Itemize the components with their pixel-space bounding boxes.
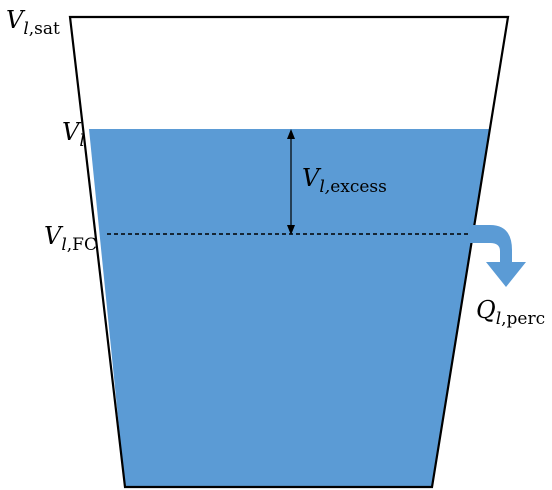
water-body bbox=[89, 129, 490, 487]
label-v-sat-symbol: V bbox=[6, 6, 24, 34]
label-v-sat-sub: ,sat bbox=[28, 19, 60, 39]
bucket-outline bbox=[68, 15, 510, 489]
label-q-perc: Ql,perc bbox=[476, 298, 545, 328]
label-v-excess-symbol: V bbox=[302, 164, 320, 192]
label-v-excess: Vl,excess bbox=[302, 166, 387, 196]
label-v-l-symbol: V bbox=[62, 118, 80, 146]
label-v-fc: Vl,FC bbox=[44, 224, 97, 254]
excess-arrowhead-up bbox=[287, 129, 295, 139]
excess-arrowhead-down bbox=[287, 225, 295, 235]
label-v-excess-sub-italic: l, bbox=[319, 177, 331, 197]
label-v-excess-sub: excess bbox=[330, 177, 387, 197]
label-q-perc-sub-italic: l bbox=[495, 309, 502, 329]
label-v-fc-sub-italic: l bbox=[61, 235, 67, 255]
label-q-perc-sub: ,perc bbox=[501, 309, 546, 329]
label-v-l-sub-italic: l bbox=[79, 131, 85, 151]
percolation-arrow bbox=[467, 225, 526, 287]
label-q-perc-symbol: Q bbox=[476, 296, 496, 324]
label-v-fc-sub: ,FC bbox=[66, 235, 97, 255]
label-v-sat: Vl,sat bbox=[6, 8, 60, 38]
label-v-sat-sub-italic: l bbox=[23, 19, 29, 39]
label-v-l: Vl bbox=[62, 120, 85, 150]
label-v-fc-symbol: V bbox=[44, 222, 62, 250]
